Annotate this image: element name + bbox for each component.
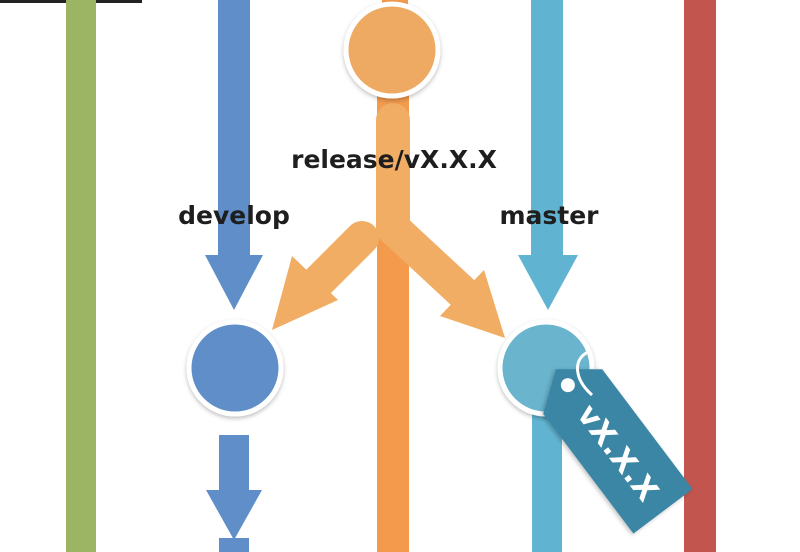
develop-lane-top	[218, 0, 250, 255]
master-arrowhead	[518, 255, 578, 310]
master-lane-top	[531, 0, 563, 255]
develop-merge-node	[186, 319, 284, 417]
red-branch-lane	[684, 0, 716, 552]
develop-arrowhead-bottom	[206, 490, 262, 540]
develop-arrowhead-top	[205, 255, 263, 310]
merge-arrow-to-master	[376, 103, 505, 338]
develop-lane-bottom	[219, 435, 249, 495]
green-branch-lane	[66, 0, 96, 552]
master-lane-bottom	[532, 410, 562, 552]
master-branch-label: master	[499, 201, 599, 230]
release-commit-node	[343, 1, 441, 99]
merge-arrow-to-develop	[272, 221, 379, 330]
tag-string	[576, 350, 594, 397]
release-branch-label: release/vX.X.X	[291, 145, 497, 174]
develop-lane-tail	[219, 538, 249, 552]
develop-branch-label: develop	[178, 201, 290, 230]
